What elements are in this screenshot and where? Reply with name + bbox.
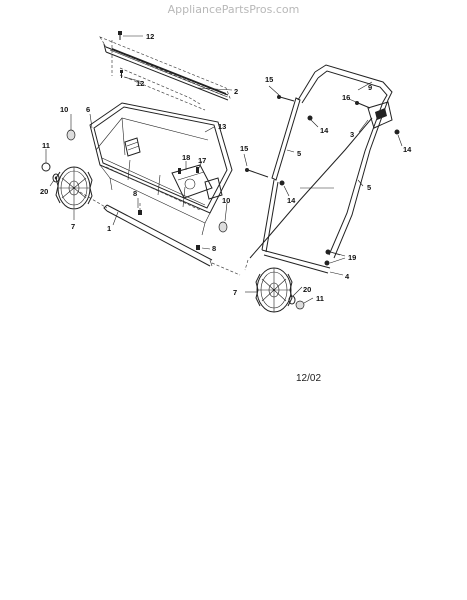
right-nut-part (218, 221, 228, 233)
bolt-part-15-mid (245, 168, 269, 178)
callout-1: 1 (107, 224, 111, 233)
right-wheel-part (255, 267, 293, 313)
gear-box-part (171, 164, 223, 200)
left-wheel-part (55, 166, 93, 210)
callout-20-right: 20 (303, 285, 311, 294)
right-cap-part (295, 300, 305, 310)
callout-9: 9 (368, 83, 372, 92)
callout-7-right: 7 (233, 288, 237, 297)
callout-12-top: 12 (146, 32, 154, 41)
right-washer-part (288, 295, 296, 305)
callout-6: 6 (86, 105, 90, 114)
callout-11-left: 11 (42, 141, 50, 150)
callout-15-mid: 15 (240, 144, 248, 153)
callout-20-left: 20 (40, 187, 48, 196)
callout-14-upper: 14 (320, 126, 329, 135)
nut-part-14-right (394, 129, 400, 135)
axle-part (79, 191, 241, 276)
callout-4: 4 (345, 272, 350, 281)
revision-date: 12/02 (296, 373, 322, 384)
callout-5-upper: 5 (297, 149, 301, 158)
nut-part-14-upper-left (307, 115, 313, 121)
callout-7-left: 7 (71, 222, 75, 231)
bolt-part-15-top (277, 95, 295, 102)
bolt-part-16 (355, 101, 371, 109)
left-washer-part (52, 173, 60, 183)
callout-17: 17 (198, 156, 206, 165)
leader-lines (45, 35, 403, 304)
callout-11-right: 11 (316, 294, 324, 303)
site-watermark: AppliancePartsPros.com (167, 3, 300, 16)
callout-16: 16 (342, 93, 350, 102)
nut-part-14-lower (279, 180, 285, 186)
control-lever-part (367, 101, 393, 129)
callout-2: 2 (234, 87, 238, 96)
callout-14-lower: 14 (287, 196, 296, 205)
screw-part-8-left (138, 203, 142, 215)
callout-10-left: 10 (60, 105, 68, 114)
hopper-part (89, 102, 233, 236)
callout-8-left: 8 (133, 189, 137, 198)
callout-19: 19 (348, 253, 356, 262)
left-hubcap-part (66, 129, 76, 141)
screw-part-8-right (196, 245, 200, 250)
left-cap-part (41, 162, 51, 172)
bolt-part-19 (324, 249, 341, 266)
callout-13: 13 (218, 122, 226, 131)
screw-part-12-top (118, 31, 122, 40)
callout-18: 18 (182, 153, 190, 162)
callout-15-top: 15 (265, 75, 273, 84)
callout-14-right: 14 (403, 145, 412, 154)
callout-5-lower: 5 (367, 183, 371, 192)
screw-part-12-lower (120, 70, 123, 78)
callout-12-lower: 12 (136, 79, 144, 88)
deflector-strip-part (99, 36, 231, 111)
callout-10-right: 10 (222, 196, 230, 205)
callout-labels: 12 2 12 10 6 11 20 7 1 8 13 18 17 10 8 1… (40, 32, 412, 303)
callout-8-right: 8 (212, 244, 216, 253)
handle-assembly-part (244, 64, 393, 274)
callout-3: 3 (350, 130, 354, 139)
